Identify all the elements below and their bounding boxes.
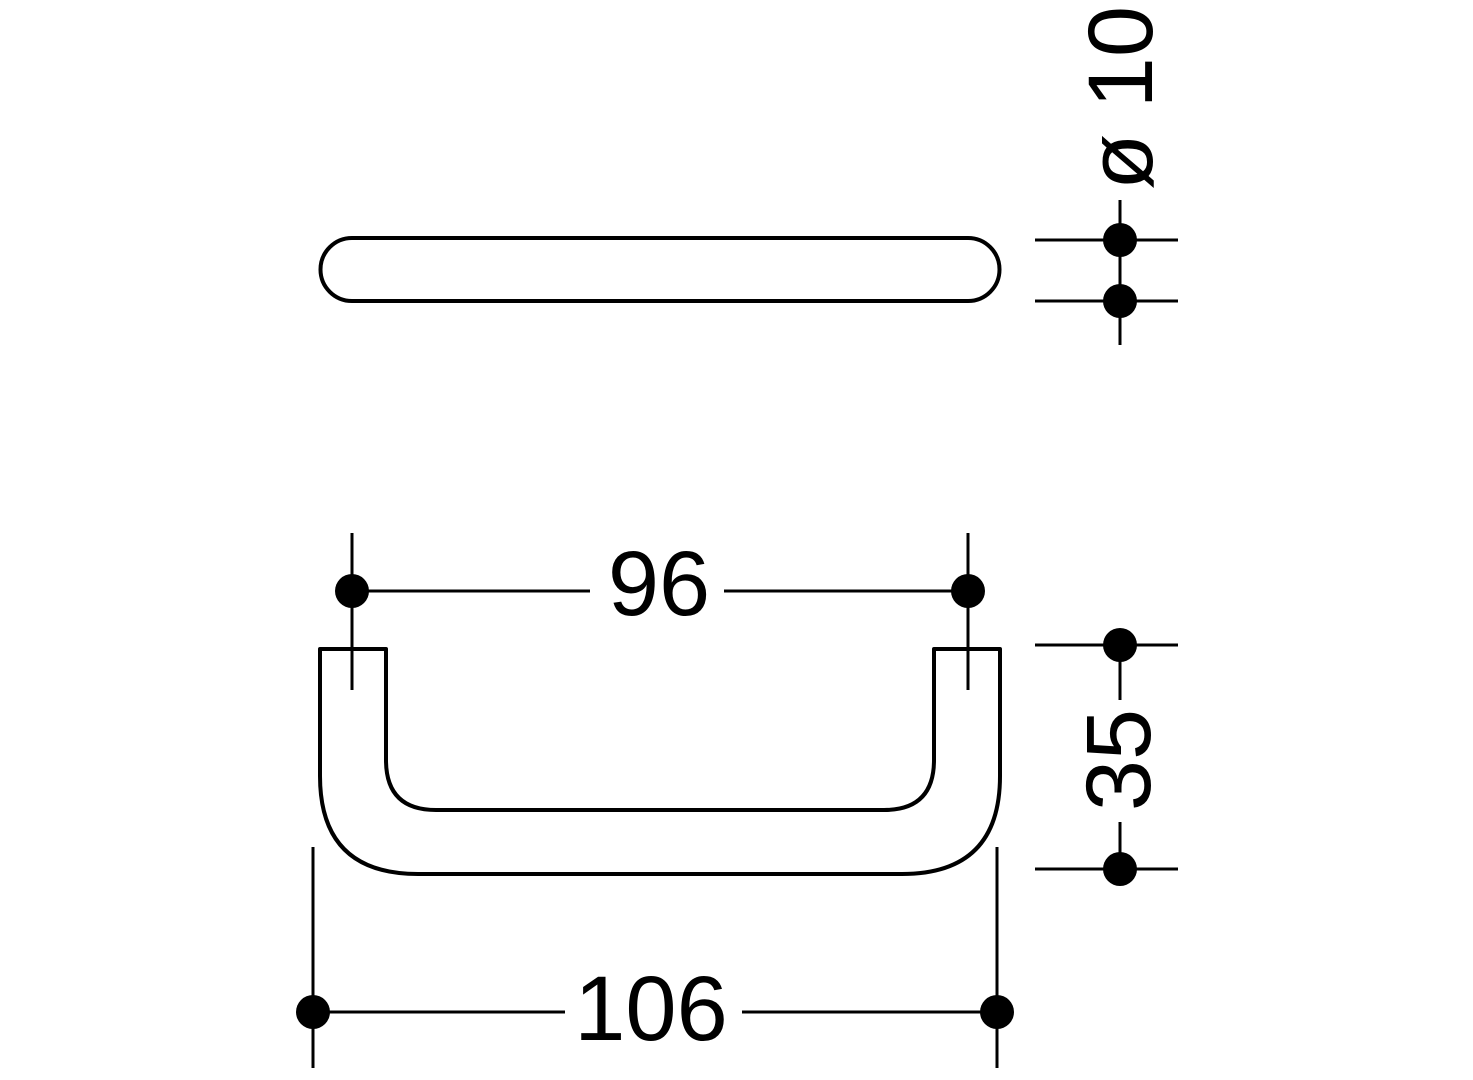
- overall-width-arrow-dot-left: [296, 995, 330, 1029]
- pitch-arrow-dot-right: [951, 574, 985, 608]
- overall-width-label: 106: [574, 958, 728, 1060]
- depth-label: 35: [1068, 709, 1170, 811]
- diameter-dimension: ø 10: [1035, 6, 1178, 345]
- front-view: [318, 647, 1002, 876]
- overall-width-dimension: 106: [296, 847, 1014, 1068]
- pitch-label: 96: [608, 533, 710, 635]
- depth-dimension: 35: [1035, 628, 1178, 886]
- pitch-dimension: 96: [335, 533, 985, 690]
- overall-width-arrow-dot-right: [980, 995, 1014, 1029]
- diameter-label: ø 10: [1070, 6, 1172, 190]
- diameter-arrow-dot-top: [1103, 223, 1137, 257]
- top-view: [318, 236, 1002, 303]
- diameter-arrow-dot-bottom: [1103, 284, 1137, 318]
- pitch-arrow-dot-left: [335, 574, 369, 608]
- front-view-handle-outline: [318, 647, 1002, 876]
- depth-arrow-dot-top: [1103, 628, 1137, 662]
- top-view-handle-outline: [318, 236, 1002, 303]
- depth-arrow-dot-bottom: [1103, 852, 1137, 886]
